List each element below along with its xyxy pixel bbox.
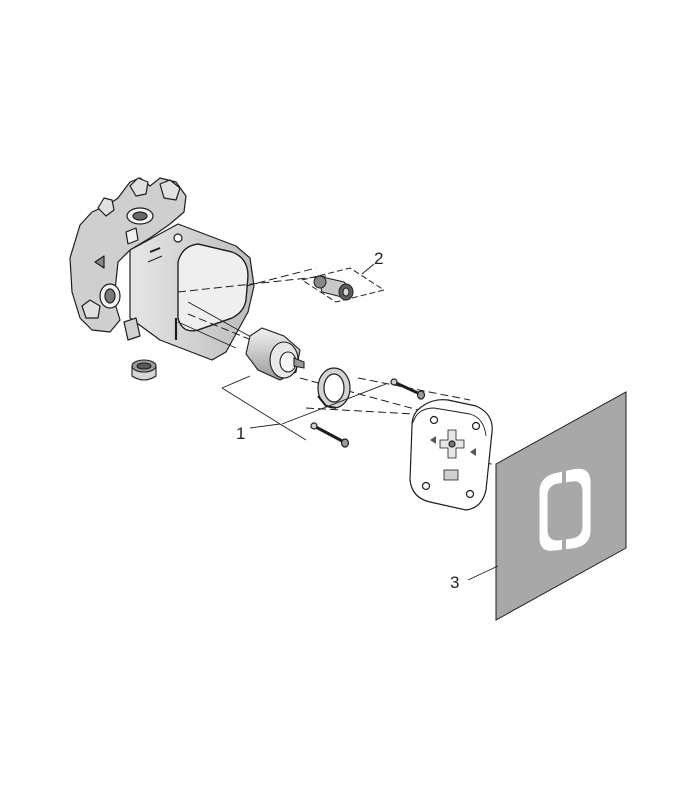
callout-label-2: 2 — [374, 249, 384, 268]
escutcheon-ring — [317, 367, 351, 409]
drain-plug — [131, 359, 157, 381]
callout-1-leader — [221, 375, 387, 441]
cartridge — [245, 327, 305, 381]
callout-label-1: 1 — [236, 424, 246, 443]
callout-label-3: 3 — [450, 573, 460, 592]
seal-sheet — [495, 391, 627, 621]
cover-plate — [409, 399, 493, 511]
valve-body — [69, 177, 255, 361]
part-2-insert — [300, 263, 386, 303]
screw-upper — [390, 378, 426, 400]
callout-3-leader — [467, 565, 499, 581]
screw-lower — [310, 422, 350, 448]
